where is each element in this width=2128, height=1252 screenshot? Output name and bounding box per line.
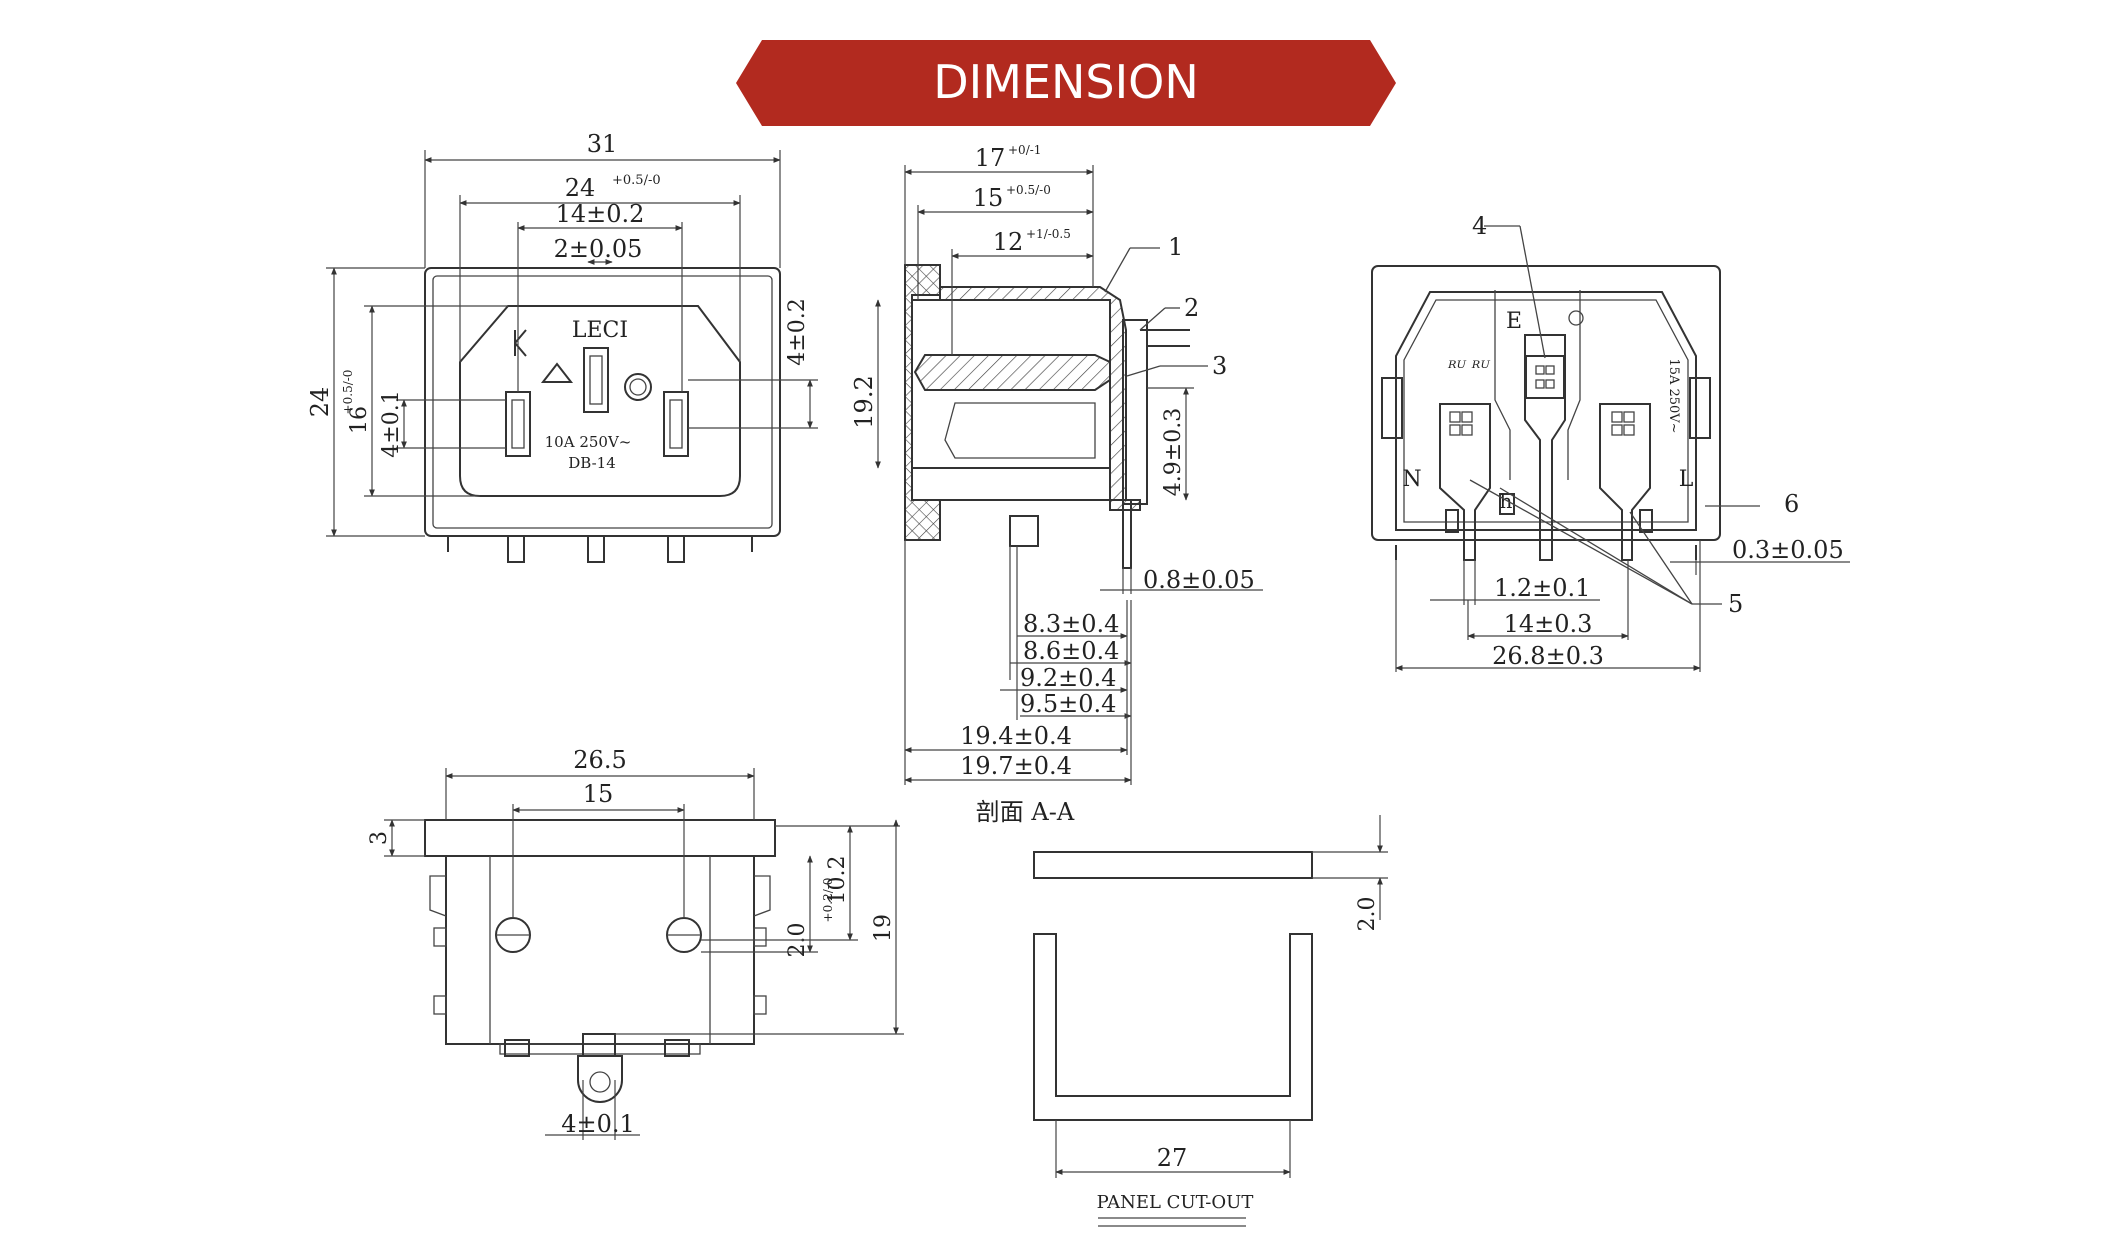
model-mark: DB-14	[568, 454, 615, 472]
kc-logo	[514, 329, 527, 357]
body-top-section	[939, 286, 1141, 511]
page-title: DIMENSION	[933, 55, 1199, 109]
dim-0-8: 0.8±0.05	[1143, 566, 1255, 594]
earth-slot	[583, 347, 609, 413]
ccc-logo	[624, 373, 652, 401]
dim-17: 17	[975, 144, 1006, 172]
callout-4: 4	[1472, 212, 1546, 359]
svg-text:6: 6	[1784, 490, 1799, 518]
dim-height-24: 24	[306, 387, 334, 418]
banner-shape	[736, 40, 1396, 126]
dim-19-7: 19.7±0.4	[960, 752, 1072, 780]
rear-label-n: N	[1402, 467, 1421, 492]
rear-rating-mark: 15A 250V~	[1666, 358, 1681, 433]
dim-width-14: 14±0.2	[556, 200, 645, 228]
dim-height-16-tol: +0.5/-0	[341, 370, 355, 415]
dim-17-tol: +0/-1	[1008, 143, 1041, 157]
dim-19: 19	[871, 914, 896, 942]
rating-mark: 10A 250V~	[545, 433, 632, 451]
callout-5: 5	[1469, 479, 1743, 618]
dim-2-0-tol: +0.2/-0	[821, 878, 835, 923]
bottom-body	[445, 855, 755, 1045]
dim-4-9: 4.9±0.3	[1161, 408, 1186, 496]
dim-12-tol: +1/-0.5	[1026, 227, 1071, 241]
rear-label-l: L	[1679, 467, 1694, 492]
rear-label-h: h	[1500, 489, 1513, 513]
svg-text:4: 4	[1472, 212, 1487, 240]
panel-cutout: 2.0 27 PANEL CUT-OUT	[1033, 815, 1388, 1227]
dim-14: 14±0.3	[1504, 610, 1593, 638]
brand-mark: LECI	[572, 318, 628, 343]
terminal-pins	[447, 535, 753, 563]
dim-width-2: 2±0.05	[554, 235, 643, 263]
rear-ul-mark: ᴿᵁ ᴿᵁ	[1447, 358, 1490, 379]
neutral-slot	[505, 391, 531, 457]
dim-2-0-panel: 2.0	[1355, 897, 1380, 932]
dim-width-31: 31	[587, 130, 618, 158]
flange-section	[904, 264, 941, 541]
bottom-view: 26.5 15 3 2.0 +0.2/-0 10.2 19 4±0.1	[367, 746, 904, 1140]
rear-flange	[1371, 265, 1721, 541]
rear-label-e: E	[1506, 309, 1522, 334]
callout-1: 1	[1104, 233, 1183, 293]
callout-3: 3	[1126, 352, 1227, 380]
rear-view: E N L h 15A 250V~ ᴿᵁ ᴿᵁ 4 5 6 0.3±0.05	[1371, 212, 1850, 672]
rear-body	[1395, 291, 1697, 531]
live-slot	[663, 391, 689, 457]
dim-19-4: 19.4±0.4	[960, 722, 1072, 750]
dim-4-bottom: 4±0.1	[561, 1110, 635, 1138]
svg-text:2: 2	[1184, 294, 1199, 322]
section-caption: 剖面 A-A	[976, 798, 1075, 826]
callout-2: 2	[1139, 294, 1199, 331]
dim-12: 12	[993, 228, 1024, 256]
snap-feature	[1009, 515, 1039, 547]
section-view: 1 2 3 17 +0/-1 15 +0.5/-0 12 +1/-0.5 19.…	[850, 143, 1263, 826]
dim-width-24: 24	[565, 174, 596, 202]
dim-height-16: 16	[347, 406, 372, 434]
dim-8-3: 8.3±0.4	[1023, 610, 1119, 638]
lower-pin	[944, 402, 1096, 459]
svg-text:5: 5	[1728, 590, 1743, 618]
live-terminal	[1599, 403, 1651, 561]
dim-26-5: 26.5	[573, 746, 626, 774]
dim-27: 27	[1157, 1144, 1188, 1172]
svg-text:3: 3	[1212, 352, 1227, 380]
socket-outline	[459, 305, 741, 497]
earth-lug	[577, 1055, 623, 1103]
dim-26-8: 26.8±0.3	[1492, 642, 1604, 670]
dim-0-3: 0.3±0.05	[1732, 536, 1844, 564]
header-banner: DIMENSION	[736, 40, 1396, 126]
dim-15-bottom: 15	[583, 780, 614, 808]
panel-thickness	[1033, 851, 1313, 879]
front-view: LECI 10A 250V~ DB-14 31 24 +0.5/-0 14±0.…	[306, 130, 818, 563]
dim-15: 15	[973, 184, 1004, 212]
dim-1-2: 1.2±0.1	[1494, 574, 1590, 602]
dim-9-2: 9.2±0.4	[1020, 664, 1116, 692]
dim-height-4b: 4±0.2	[785, 298, 810, 365]
neutral-terminal	[1439, 403, 1491, 561]
cert-triangle-logo	[540, 362, 574, 383]
dim-15-tol: +0.5/-0	[1006, 183, 1051, 197]
dim-width-24-tol: +0.5/-0	[612, 173, 661, 188]
dim-8-6: 8.6±0.4	[1023, 637, 1119, 665]
earth-terminal	[1524, 334, 1566, 561]
bottom-flange	[424, 819, 776, 857]
dim-height-4a: 4±0.1	[379, 390, 404, 457]
pin-section	[913, 354, 1111, 391]
cutout-outline	[1033, 933, 1313, 1121]
dim-3: 3	[367, 831, 392, 845]
panel-caption: PANEL CUT-OUT	[1097, 1192, 1254, 1213]
dim-9-5: 9.5±0.4	[1020, 690, 1116, 718]
callout-6: 6	[1705, 490, 1799, 518]
terminal-plate	[1122, 319, 1148, 505]
dim-10-2: 10.2	[825, 856, 850, 905]
svg-text:1: 1	[1168, 233, 1183, 261]
dim-19-2: 19.2	[850, 375, 878, 428]
